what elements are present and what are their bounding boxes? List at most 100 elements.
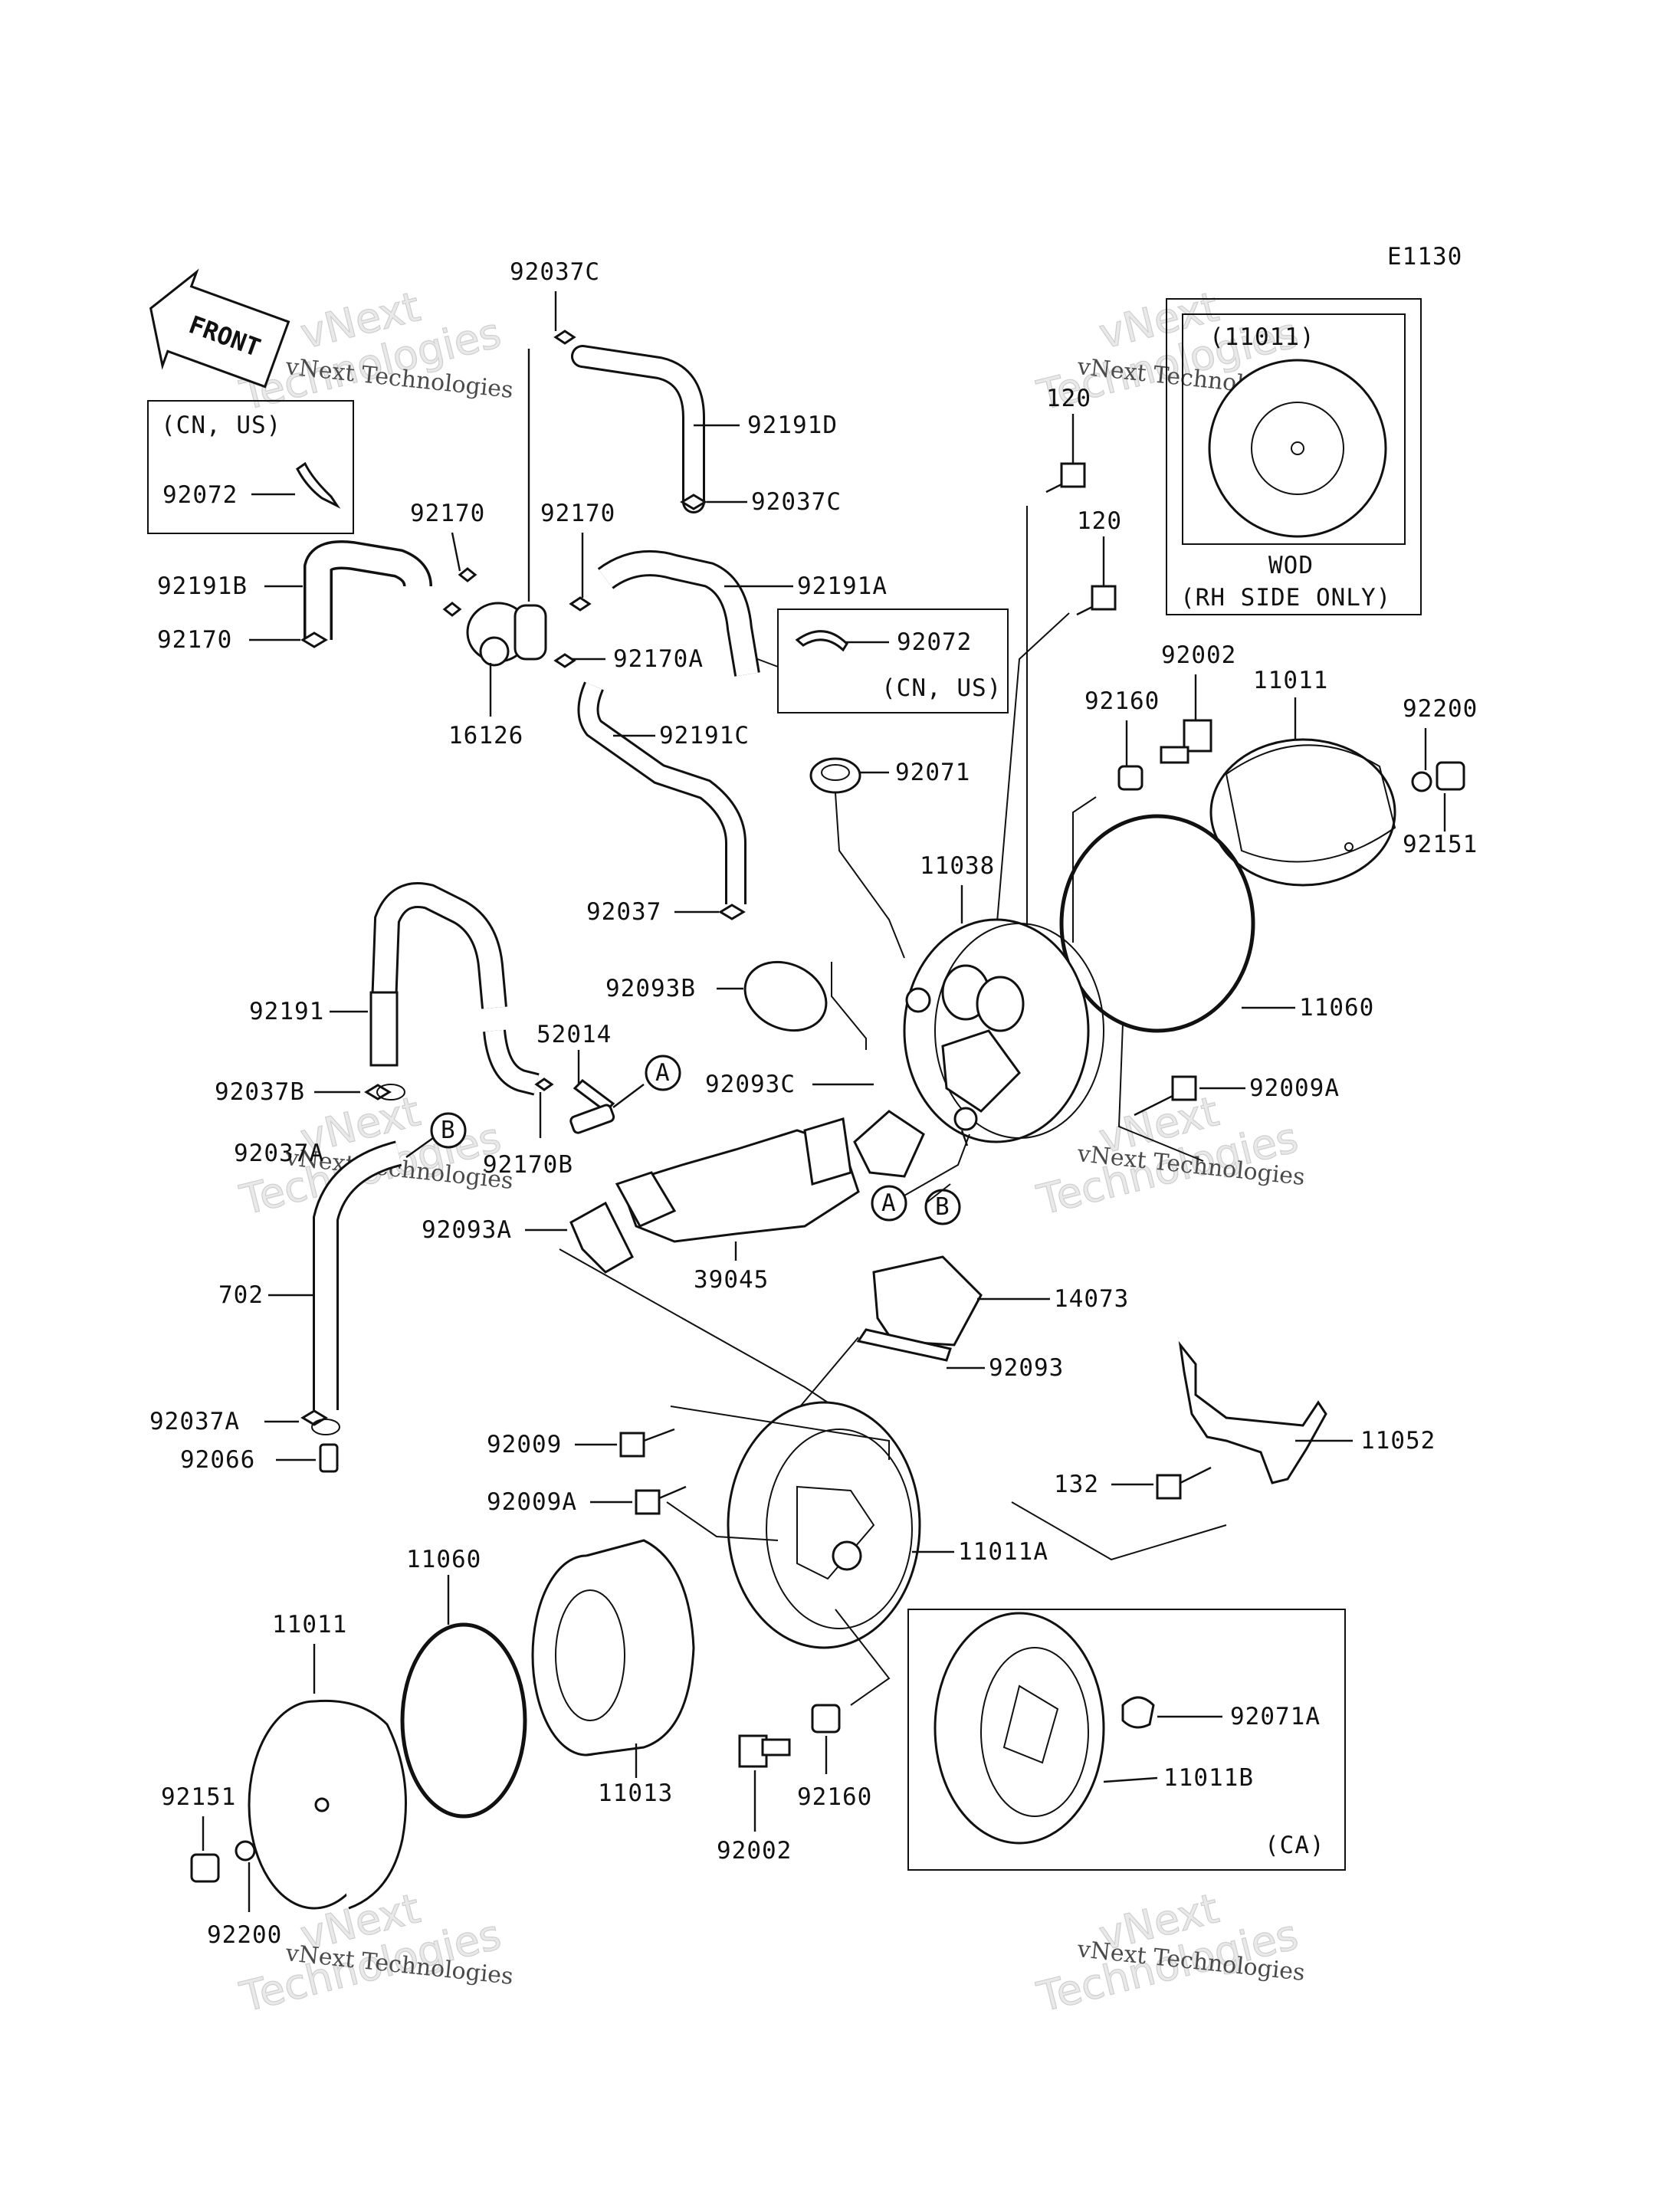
filter-11013: 11013 — [531, 1539, 695, 1807]
clip-92037A — [300, 1409, 328, 1426]
inset-wod-frame-outer — [1166, 298, 1422, 615]
bolt-92009A-top — [1171, 1075, 1197, 1101]
filter-11013-body — [586, 1539, 695, 1757]
cover-11011-bottom: 11011 92151 92200 — [161, 1611, 407, 1949]
part-92170-b: 92170 — [540, 500, 615, 527]
clip-92170-left — [300, 631, 328, 648]
inset-ca-label: (CA) — [1265, 1832, 1325, 1859]
housing-11011A-outer — [727, 1401, 921, 1649]
bolt-92151-top — [1436, 761, 1465, 791]
left-tube-assembly: 92191 92170B 52014 A 92037B B 92037A 702… — [149, 882, 681, 1474]
pointer-11052 — [1011, 1501, 1227, 1561]
diagram-code: E1130 — [1387, 243, 1462, 271]
bracket-11052-shape — [1178, 1340, 1327, 1484]
bolt-120-a-shank — [1045, 483, 1062, 494]
hose-short — [485, 1029, 539, 1094]
hose-92191A — [599, 553, 758, 677]
pointer-92093 — [796, 1337, 859, 1411]
cover-11011-top-rim — [1225, 744, 1396, 863]
duct-39045-body — [619, 1129, 860, 1243]
cover-11011-bottom-rim — [313, 1699, 407, 1910]
clip-92170-b — [569, 596, 592, 612]
watermark-group-6: vNext Technologies vNext Technologies — [1032, 1884, 1306, 2022]
gasket-92093A-shape — [569, 1201, 634, 1274]
callout-B1-label: B — [441, 1117, 456, 1144]
bolt-92009-shank — [643, 1428, 675, 1442]
part-92009A-top: 92009A — [1249, 1074, 1340, 1102]
leader-11011B — [1103, 1776, 1158, 1783]
part-11011A: 11011A — [958, 1538, 1048, 1566]
front-arrow: FRONT — [149, 268, 290, 389]
hose-92191D — [573, 347, 703, 511]
pointer-120-b — [996, 612, 1070, 932]
valve-16126-cap — [514, 604, 547, 661]
adapter-14073: 14073 92093 — [796, 1255, 1129, 1411]
clip-92037C-top — [553, 330, 576, 345]
callout-A2 — [871, 1185, 907, 1222]
seal-11060-bottom: 11060 — [400, 1546, 527, 1819]
part-14073: 14073 — [1054, 1285, 1129, 1313]
clip-92037C-mid — [680, 494, 707, 510]
part-92151-bottom: 92151 — [161, 1783, 236, 1811]
part-92191A: 92191A — [797, 572, 888, 600]
hose-92191C — [579, 682, 744, 904]
wod-cover-center — [1291, 441, 1304, 455]
part-92170B: 92170B — [483, 1151, 573, 1179]
bolt-92009A-mid — [635, 1489, 661, 1515]
inset-cn-us-top: (CN, US) 92072 — [147, 400, 354, 534]
housing-11011B-inner — [980, 1647, 1089, 1817]
part-92093A: 92093A — [422, 1216, 512, 1244]
housing-11011A-port — [832, 1540, 862, 1571]
hose-92191 — [372, 884, 505, 1028]
housing-11011A-inner — [766, 1429, 913, 1629]
bolt-92009A-top-group: 92009A — [1117, 1022, 1340, 1162]
part-92191B: 92191B — [157, 572, 248, 600]
seal-11060-top — [1059, 814, 1255, 1033]
part-92170-a: 92170 — [410, 500, 485, 527]
clip-92037B-ring — [376, 1084, 405, 1100]
base-plate-grommet — [953, 1107, 978, 1131]
hose-92191-sleeve — [369, 991, 399, 1067]
housing-11011B-ribs — [1002, 1684, 1059, 1764]
part-11013: 11013 — [598, 1779, 673, 1807]
stud-92002-bottom-thread — [761, 1738, 791, 1757]
part-92191: 92191 — [249, 998, 324, 1025]
part-92009: 92009 — [487, 1431, 562, 1458]
part-120-b: 120 — [1077, 507, 1122, 535]
leader-B1 — [405, 1137, 434, 1158]
bolt-120-b — [1091, 585, 1117, 611]
clamp-92072-mid — [795, 630, 848, 652]
gasket-92093C-shape — [853, 1110, 925, 1178]
part-11060-bottom: 11060 — [406, 1546, 481, 1573]
leader-92170-a — [451, 532, 461, 572]
part-92093B: 92093B — [605, 975, 696, 1002]
plug-92066 — [319, 1443, 339, 1473]
inset-cn-us-mid-frame — [777, 608, 1009, 713]
part-92071: 92071 — [895, 759, 970, 786]
inset-ca-frame — [907, 1609, 1346, 1871]
gasket-92093B: 92093B — [605, 960, 828, 1032]
washer-92200-bottom — [235, 1840, 256, 1862]
pointer-92009A-mid — [666, 1501, 779, 1541]
part-92037: 92037 — [586, 898, 661, 926]
pointer-92071-to-base — [835, 792, 905, 959]
part-92072-top: 92072 — [162, 481, 238, 509]
bolt-92009A-mid-shank — [658, 1485, 687, 1500]
inset-wod: (11011) WOD (RH SIDE ONLY) — [1166, 298, 1422, 615]
inset-ca: 92071A 11011B (CA) — [907, 1609, 1346, 1871]
inset-wod-label: WOD — [1268, 552, 1314, 579]
part-11011-bottom: 11011 — [272, 1611, 347, 1638]
bolts-120: 120 120 — [996, 385, 1122, 943]
clip-92170B — [534, 1078, 554, 1091]
duct-39045-flange-right — [803, 1117, 852, 1186]
inset-cn-us-top-label: (CN, US) — [161, 412, 281, 439]
part-11052: 11052 — [1360, 1427, 1436, 1455]
gasket-92093A: 92093A — [422, 1201, 829, 1403]
bolt-92009A-top-shank — [1134, 1094, 1173, 1117]
elbow-52014-a — [573, 1079, 615, 1113]
base-plate-hole — [905, 987, 931, 1013]
clip-92037A-ring — [311, 1419, 340, 1435]
inset-wod-frame-inner — [1182, 313, 1406, 545]
right-cover-assembly: 92002 92160 11011 92200 92151 11060 — [1059, 641, 1477, 1033]
upper-hose-assembly: 92037C 92191D 92037C 92191B 92170 16126 … — [157, 258, 970, 959]
